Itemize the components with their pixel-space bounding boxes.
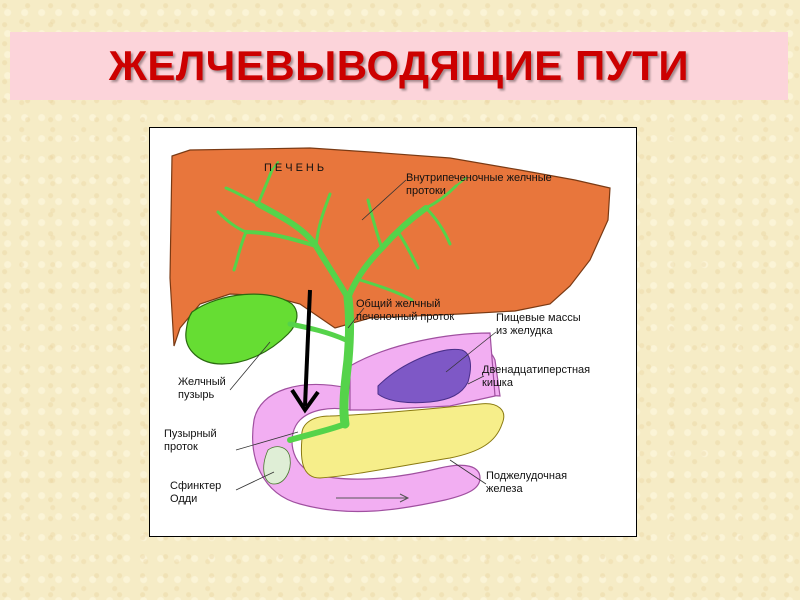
intrahepatic-ducts-label: Внутрипеченочные желчные протоки: [406, 172, 552, 197]
duodenum-label: Двенадцатиперстная кишка: [482, 364, 591, 389]
food-mass-shape: [377, 348, 471, 404]
gallbladder-shape: [185, 293, 298, 365]
sphincter-region: [263, 446, 291, 485]
common-hepatic-duct-label: Общий желчный печеночный проток: [356, 298, 455, 323]
bile-ducts: [216, 161, 467, 443]
liver-shape: [169, 147, 611, 347]
cystic-duct-label: Пузырный проток: [164, 428, 217, 453]
pancreas-label: Поджелудочная железа: [486, 470, 568, 495]
gallbladder-label: Желчный пузырь: [178, 376, 226, 401]
duodenum-flow-arrow: [336, 493, 410, 503]
biliary-tract-diagram: ПЕЧЕНЬ Внутрипеченочные желчные протоки …: [149, 127, 637, 537]
food-masses-label: Пищевые массы из желудка: [496, 312, 581, 337]
title-banner: ЖЕЛЧЕВЫВОДЯЩИЕ ПУТИ: [10, 32, 788, 100]
pancreas-shape: [300, 403, 505, 479]
liver-label: ПЕЧЕНЬ: [264, 162, 328, 174]
anatomy-illustration: [169, 147, 611, 513]
leader-lines: [229, 179, 497, 491]
flow-arrow: [290, 289, 320, 414]
sphincter-label: Сфинктер Одди: [170, 480, 222, 505]
slide-title: ЖЕЛЧЕВЫВОДЯЩИЕ ПУТИ: [108, 42, 690, 89]
